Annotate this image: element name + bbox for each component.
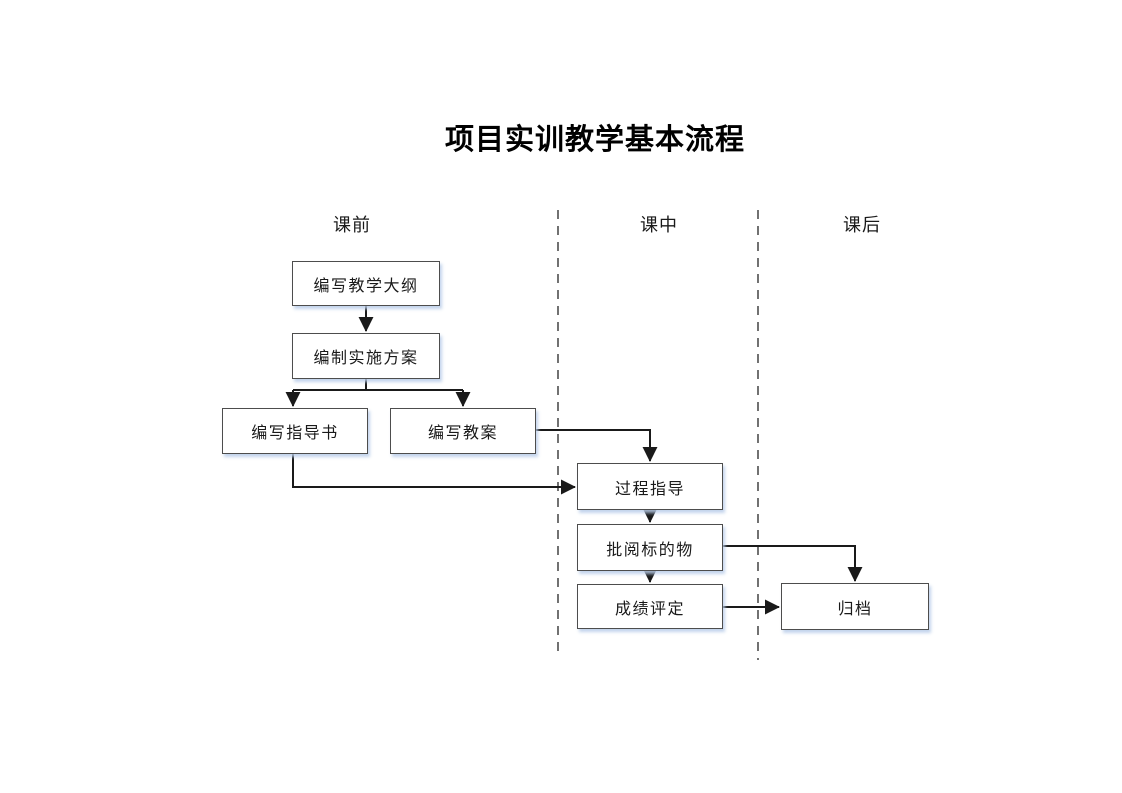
edge-guidebook-to-guidance <box>292 454 576 495</box>
phase-label-after-class: 课后 <box>843 215 881 235</box>
node-write-syllabus: 编写教学大纲 <box>292 261 440 306</box>
edge-review-to-archive <box>723 545 863 582</box>
node-process-guidance: 过程指导 <box>577 463 723 510</box>
edge-lesson-plan-to-guidance <box>536 429 658 462</box>
node-archive: 归档 <box>781 583 929 630</box>
node-write-guidebook: 编写指导书 <box>222 408 368 454</box>
phase-label-during-class: 课中 <box>640 215 678 235</box>
phase-label-before-class: 课前 <box>333 215 371 235</box>
edge-plan-branch-bar <box>293 379 463 391</box>
node-write-lesson-plan: 编写教案 <box>390 408 536 454</box>
node-review-deliverables: 批阅标的物 <box>577 524 723 571</box>
node-grade-evaluation: 成绩评定 <box>577 584 723 629</box>
node-implementation-plan: 编制实施方案 <box>292 333 440 379</box>
diagram-title: 项目实训教学基本流程 <box>444 124 745 156</box>
